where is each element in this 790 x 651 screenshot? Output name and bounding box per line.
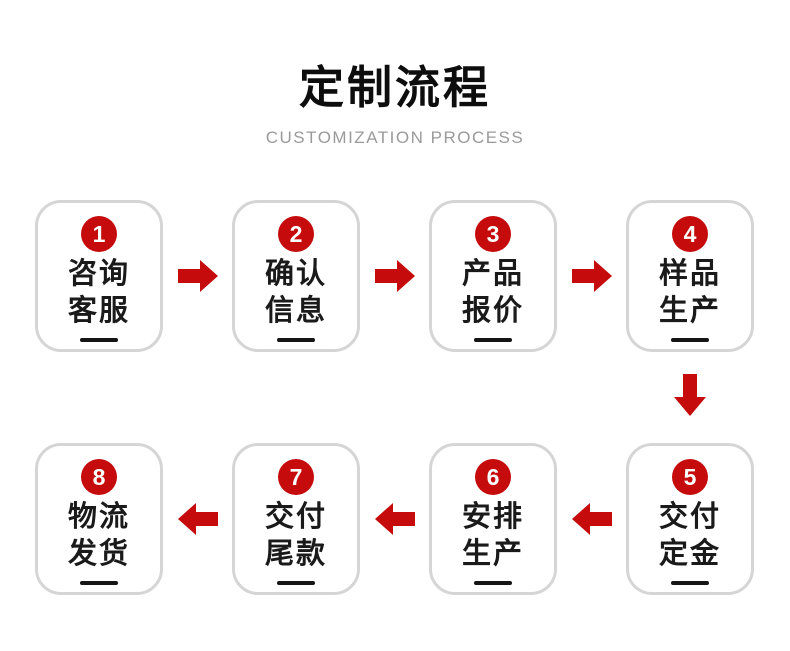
arrow-right-icon: [163, 200, 232, 352]
step-underline: [80, 338, 118, 342]
step-number: 4: [683, 220, 697, 247]
step-label-line1: 交付: [658, 501, 721, 533]
step-underline: [671, 338, 709, 342]
step-label-line1: 咨询: [67, 258, 130, 290]
step-underline: [474, 338, 512, 342]
step-card-2: 2 确认 信息: [232, 200, 360, 352]
step-label-line1: 交付: [264, 501, 327, 533]
step-label-line1: 样品: [658, 258, 721, 290]
arrow-left-icon: [557, 443, 626, 595]
step-number: 2: [289, 220, 303, 247]
step-label-line1: 确认: [264, 258, 327, 290]
step-number: 7: [289, 463, 303, 490]
step-label-line2: 定金: [658, 538, 721, 570]
step-number: 6: [486, 463, 500, 490]
step-label-line2: 发货: [67, 538, 130, 570]
arrow-right-icon: [360, 200, 429, 352]
step-card-3: 3 产品 报价: [429, 200, 557, 352]
step-number-badge: 1: [81, 216, 117, 252]
section-title: 定制流程: [298, 62, 491, 113]
step-label-line1: 物流: [67, 501, 130, 533]
step-card-4: 4 样品 生产: [626, 200, 754, 352]
process-row-top: 1 咨询 客服 2 确认 信息 3 产品 报价 4 样品: [35, 200, 754, 352]
section-subtitle: CUSTOMIZATION PROCESS: [265, 128, 525, 147]
step-label-line2: 报价: [461, 295, 524, 327]
step-card-8: 8 物流 发货: [35, 443, 163, 595]
step-label-line2: 客服: [67, 295, 130, 327]
step-underline: [671, 581, 709, 585]
arrow-right-icon: [557, 200, 626, 352]
step-label-line2: 信息: [264, 295, 327, 327]
step-number-badge: 6: [475, 459, 511, 495]
arrow-left-icon: [360, 443, 429, 595]
step-number-badge: 8: [81, 459, 117, 495]
step-label-line1: 安排: [461, 501, 524, 533]
step-underline: [474, 581, 512, 585]
section-header: 定制流程 CUSTOMIZATION PROCESS: [0, 62, 790, 148]
step-card-7: 7 交付 尾款: [232, 443, 360, 595]
step-underline: [277, 581, 315, 585]
process-row-bottom: 8 物流 发货 7 交付 尾款 6 安排 生产 5 交付: [35, 443, 754, 595]
arrow-down-icon: [674, 374, 706, 416]
step-number-badge: 2: [278, 216, 314, 252]
step-number-badge: 3: [475, 216, 511, 252]
step-number-badge: 5: [672, 459, 708, 495]
step-label-line1: 产品: [461, 258, 524, 290]
step-number: 3: [486, 220, 500, 247]
arrow-left-icon: [163, 443, 232, 595]
step-label-line2: 生产: [658, 295, 721, 327]
step-underline: [277, 338, 315, 342]
step-label-line2: 生产: [461, 538, 524, 570]
step-card-6: 6 安排 生产: [429, 443, 557, 595]
step-number: 1: [92, 220, 106, 247]
step-label-line2: 尾款: [264, 538, 327, 570]
step-card-5: 5 交付 定金: [626, 443, 754, 595]
step-number-badge: 4: [672, 216, 708, 252]
step-number-badge: 7: [278, 459, 314, 495]
step-card-1: 1 咨询 客服: [35, 200, 163, 352]
step-number: 8: [92, 463, 106, 490]
step-number: 5: [683, 463, 697, 490]
step-underline: [80, 581, 118, 585]
